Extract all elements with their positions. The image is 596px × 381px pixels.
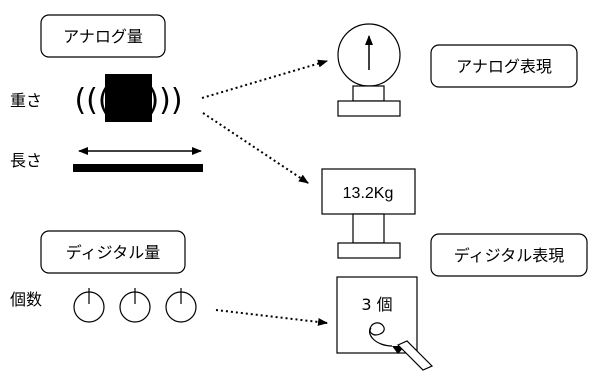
arrow-to-digital [202, 112, 309, 184]
counter-icon [73, 288, 105, 323]
analog-scale-icon [337, 23, 401, 117]
scale-reading: 13.2Kg [343, 185, 394, 202]
analog-quantity-label: アナログ量 [63, 27, 143, 46]
vibration-left-icon: ((( [74, 83, 109, 118]
digital-representation-label: ディジタル表現 [454, 246, 565, 265]
counter-icons [73, 288, 197, 323]
weight-icon: ((( ))) [74, 74, 183, 122]
digital-scale-icon: 13.2Kg [321, 168, 416, 259]
digital-quantity-label: ディジタル量 [66, 243, 161, 262]
pen-icon [392, 340, 434, 371]
weight-label: 重さ [10, 91, 42, 110]
analog-representation-label: アナログ表現 [456, 57, 552, 76]
analog-representation-box: アナログ表現 [430, 44, 578, 88]
note-text: 3 個 [361, 295, 392, 314]
analog-quantity-box: アナログ量 [40, 14, 166, 58]
arrow-to-analog [201, 59, 328, 99]
note-paper-icon: 3 個 [336, 276, 418, 354]
vibration-right-icon: ))) [147, 83, 182, 118]
digital-quantity-box: ディジタル量 [40, 230, 186, 274]
count-label: 個数 [10, 290, 42, 309]
digital-representation-box: ディジタル表現 [430, 233, 588, 277]
arrow-to-count [215, 309, 328, 326]
counter-icon [119, 288, 151, 323]
length-label: 長さ [10, 151, 42, 170]
length-icon [73, 147, 203, 172]
counter-icon [165, 288, 197, 323]
